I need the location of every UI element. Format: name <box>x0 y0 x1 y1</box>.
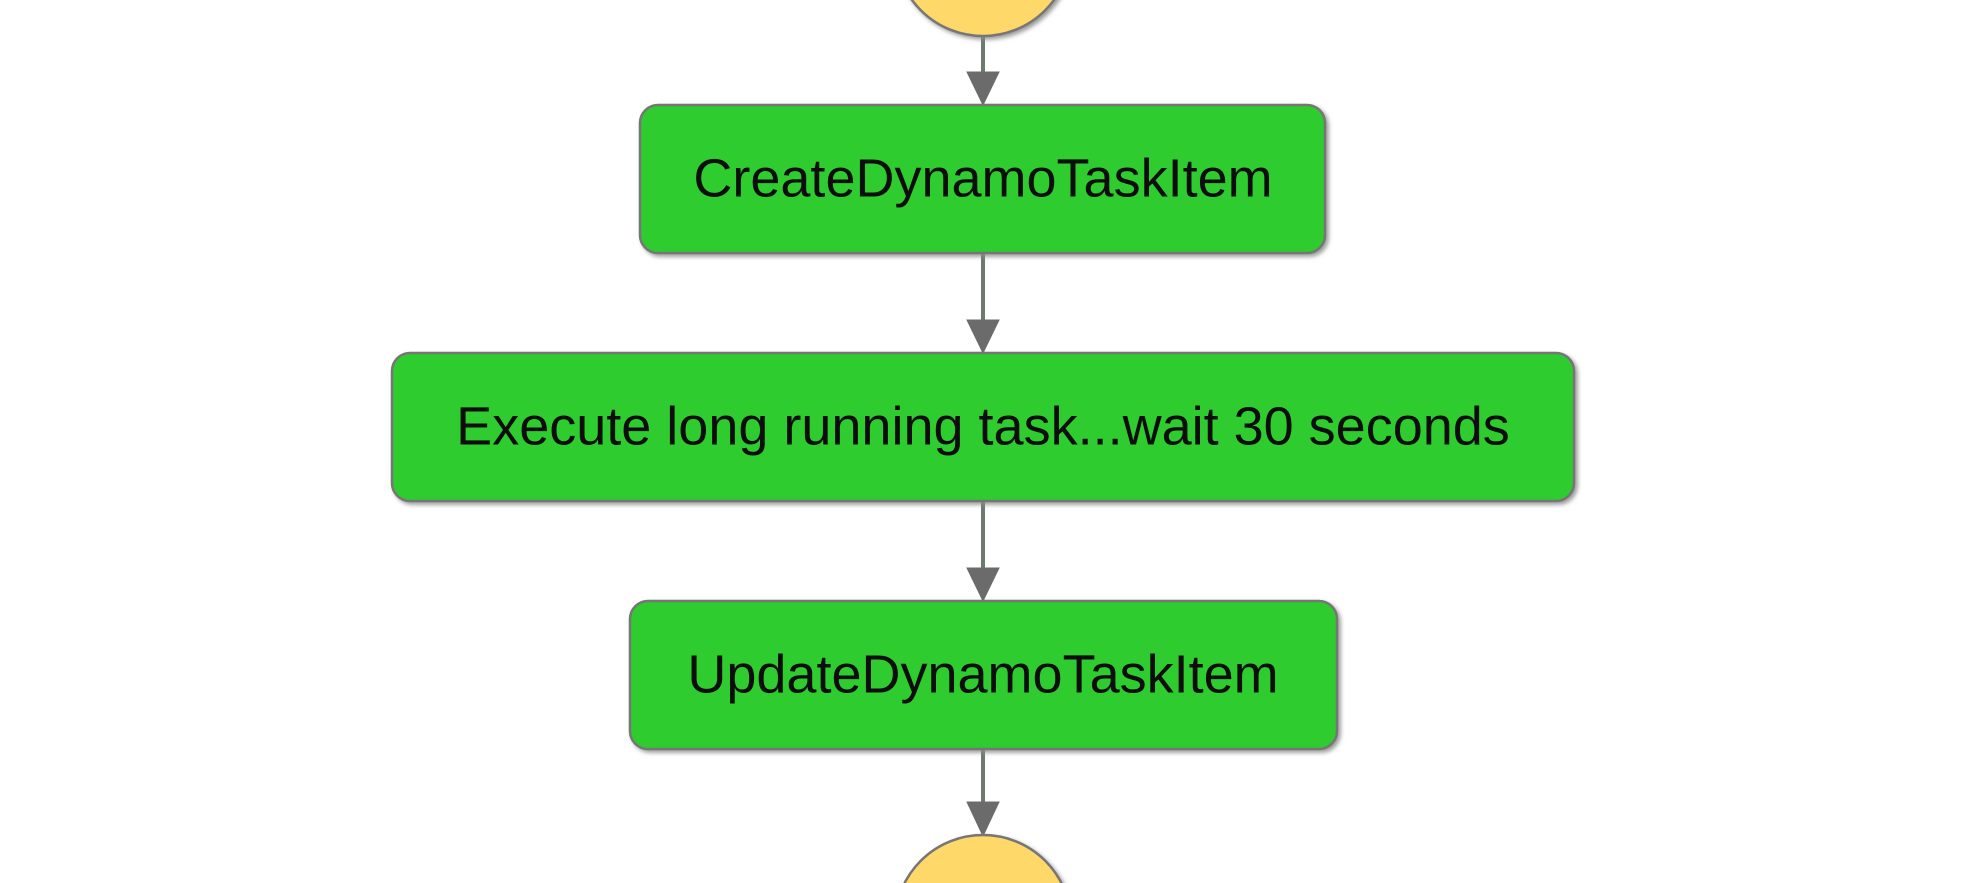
task-box[interactable] <box>638 103 1327 255</box>
state-label: UpdateDynamoTaskItem <box>687 644 1278 704</box>
state-label: Execute long running task...wait 30 seco… <box>456 396 1510 456</box>
task-box[interactable] <box>390 351 1576 503</box>
task-box[interactable] <box>628 599 1339 751</box>
edge-create-to-execute <box>966 253 1000 355</box>
edges-layer <box>966 36 1000 838</box>
arrowhead-icon <box>966 801 1000 838</box>
end-terminal-circle[interactable] <box>895 833 1071 883</box>
arrowhead-icon <box>966 71 1000 107</box>
node-create-dynamo-task-item[interactable]: CreateDynamoTaskItem <box>638 103 1327 255</box>
node-execute-long-running-task[interactable]: Execute long running task...wait 30 seco… <box>390 351 1576 503</box>
start-terminal-circle[interactable] <box>895 0 1071 38</box>
edge-start-to-create <box>966 36 1000 107</box>
node-start-terminal[interactable] <box>895 0 1071 38</box>
arrowhead-icon <box>966 567 1000 603</box>
state-label: CreateDynamoTaskItem <box>693 148 1272 208</box>
node-end-terminal[interactable] <box>895 833 1071 883</box>
edge-execute-to-update <box>966 501 1000 603</box>
edge-update-to-end <box>966 749 1000 838</box>
nodes-layer: CreateDynamoTaskItem Execute long runnin… <box>390 0 1576 883</box>
arrowhead-icon <box>966 319 1000 355</box>
node-update-dynamo-task-item[interactable]: UpdateDynamoTaskItem <box>628 599 1339 751</box>
